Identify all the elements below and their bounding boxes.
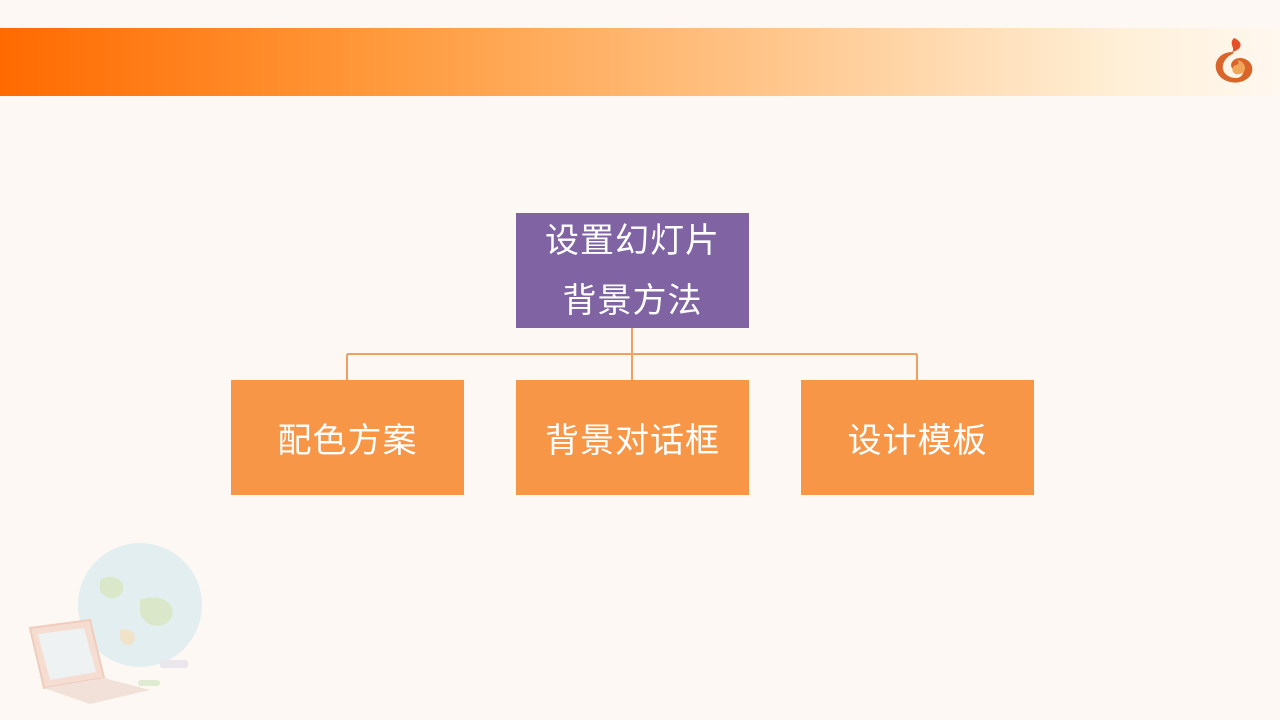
child-node-color-scheme: 配色方案 xyxy=(231,380,464,495)
globe-laptop-illustration-icon xyxy=(28,543,202,704)
flame-swirl-logo-icon xyxy=(1215,38,1253,83)
header-gradient-band xyxy=(0,28,1280,96)
child-node-label: 配色方案 xyxy=(277,421,418,461)
root-node: 设置幻灯片 背景方法 xyxy=(516,213,749,328)
child-node-background-dialog: 背景对话框 xyxy=(516,380,749,495)
root-node-label-line2: 背景方法 xyxy=(562,280,703,321)
child-node-label: 设计模板 xyxy=(847,421,988,461)
child-node-design-template: 设计模板 xyxy=(801,380,1034,495)
child-node-label: 背景对话框 xyxy=(545,421,720,461)
root-node-label-line1: 设置幻灯片 xyxy=(545,220,720,261)
